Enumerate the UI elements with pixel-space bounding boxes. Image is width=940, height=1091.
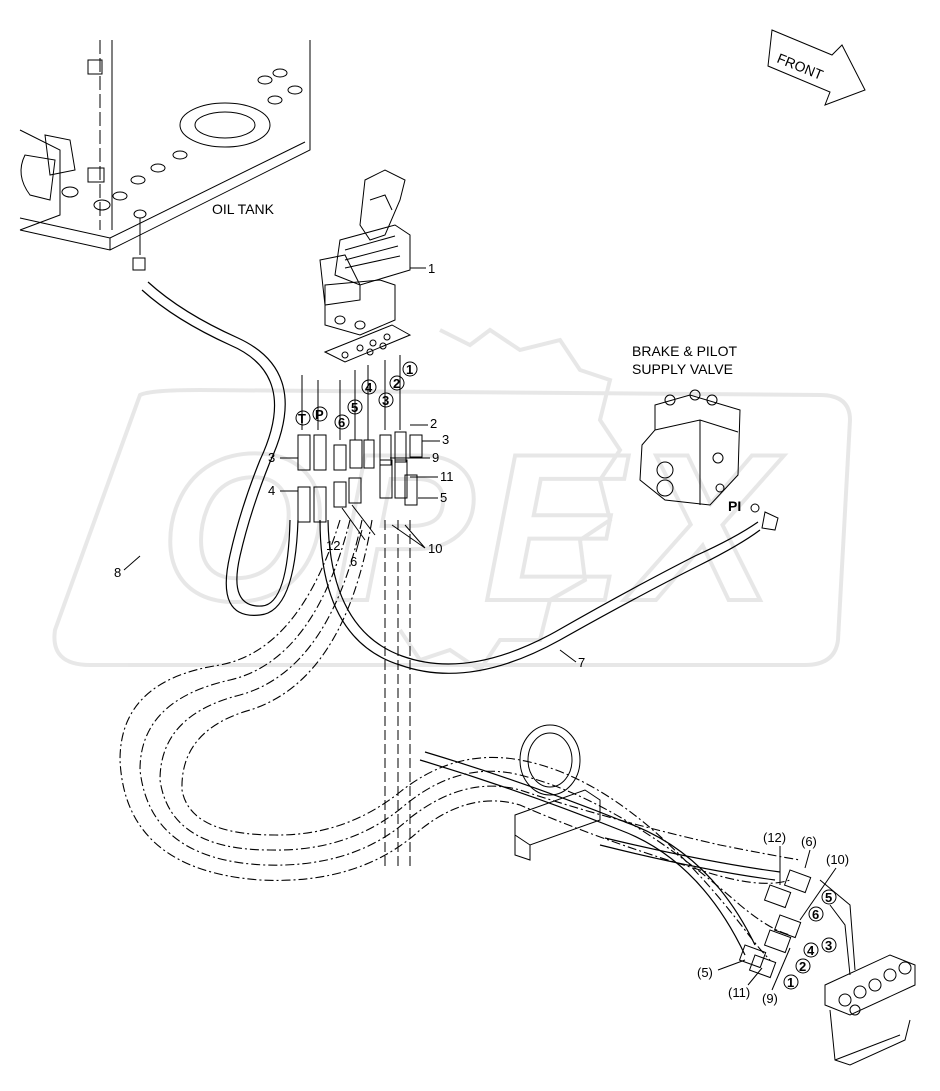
part-6: 6 [350, 554, 357, 569]
brake-pilot-supply-valve: BRAKE & PILOT SUPPLY VALVE PI [632, 343, 779, 531]
port-marker-1: 1 [402, 361, 418, 377]
port-marker-T: T [295, 410, 311, 426]
part-9: 9 [432, 450, 439, 465]
lower-port-1: 1 [783, 974, 799, 990]
port-marker-2: 2 [389, 375, 405, 391]
svg-text:5: 5 [825, 890, 832, 905]
port-marker-6: 6 [334, 414, 350, 430]
lower-port-6: 6 [808, 906, 824, 922]
svg-text:4: 4 [365, 380, 373, 395]
lower-port-3: 3 [821, 937, 837, 953]
part-11: 11 [440, 469, 454, 484]
svg-text:6: 6 [338, 415, 345, 430]
hose-clamp-bracket [514, 724, 601, 861]
lower-port-markers: 5 6 3 4 2 1 [783, 889, 837, 990]
ref-5: (5) [697, 965, 713, 980]
oil-tank: OIL TANK [19, 40, 311, 271]
part-7: 7 [578, 655, 585, 670]
front-label: FRONT [775, 50, 826, 83]
part-2: 2 [430, 416, 437, 431]
port-markers: T P 6 5 4 3 2 1 [295, 361, 418, 430]
svg-text:6: 6 [812, 907, 819, 922]
svg-text:2: 2 [393, 376, 400, 391]
valve-fittings [297, 355, 423, 541]
svg-text:5: 5 [351, 400, 358, 415]
pi-port-label: PI [728, 498, 741, 514]
ref-10: (10) [826, 852, 849, 867]
part-3a: 3 [442, 432, 449, 447]
brake-valve-label-line1: BRAKE & PILOT [632, 343, 737, 359]
ref-11: (11) [728, 985, 750, 1000]
lower-port-4: 4 [803, 942, 819, 958]
port-marker-P: P [312, 406, 328, 422]
oil-tank-label: OIL TANK [212, 201, 275, 217]
hoses [119, 281, 801, 961]
part-4: 4 [268, 483, 275, 498]
reference-labels: (12) (6) (10) (5) (11) (9) [697, 830, 849, 1006]
front-arrow-icon: FRONT [767, 29, 866, 106]
watermark-text: OPEX [160, 410, 784, 645]
port-marker-4: 4 [361, 379, 377, 395]
svg-text:T: T [298, 411, 306, 426]
port-marker-3: 3 [378, 392, 394, 408]
lower-fittings [738, 869, 916, 1066]
svg-text:4: 4 [807, 943, 815, 958]
part-1: 1 [428, 261, 435, 276]
lower-port-5: 5 [821, 889, 837, 905]
lower-port-2: 2 [795, 958, 811, 974]
watermark: OPEX [52, 327, 853, 673]
svg-text:1: 1 [406, 362, 413, 377]
ref-6: (6) [801, 834, 817, 849]
svg-text:1: 1 [787, 975, 794, 990]
part-5: 5 [440, 490, 447, 505]
part-10: 10 [428, 541, 442, 556]
ref-9: (9) [762, 991, 778, 1006]
part-8: 8 [114, 565, 121, 580]
svg-text:P: P [315, 407, 324, 422]
svg-text:2: 2 [799, 959, 806, 974]
ref-12: (12) [763, 830, 786, 845]
brake-valve-label-line2: SUPPLY VALVE [632, 361, 733, 377]
port-marker-5: 5 [347, 399, 363, 415]
svg-text:3: 3 [825, 938, 832, 953]
pilot-valve-joystick [319, 169, 425, 363]
svg-text:3: 3 [382, 393, 389, 408]
